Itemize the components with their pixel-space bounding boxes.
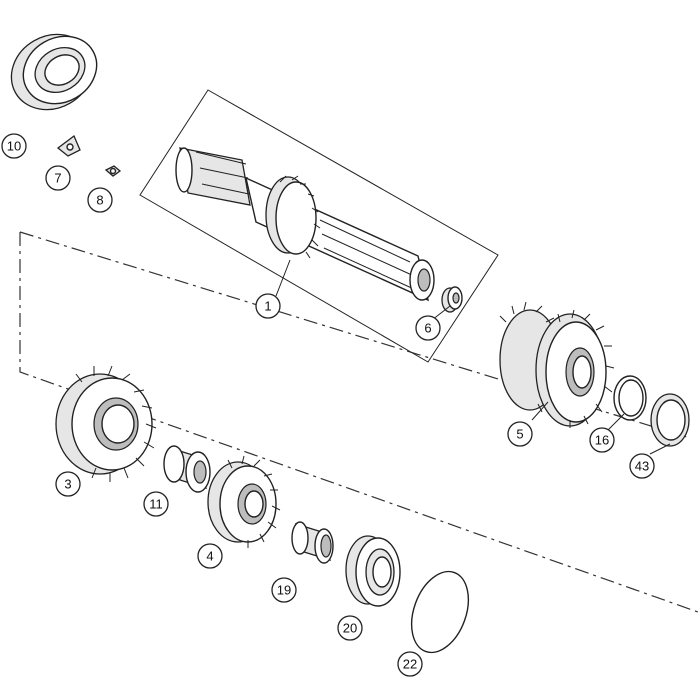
callout-20: 20 (337, 615, 363, 641)
gear-4 (207, 455, 281, 548)
gear-3 (55, 365, 157, 482)
callout-11: 11 (143, 491, 169, 517)
bushing-19 (291, 521, 334, 564)
svg-text:20: 20 (343, 621, 357, 636)
svg-text:7: 7 (54, 171, 61, 186)
svg-text:3: 3 (64, 477, 71, 492)
svg-text:22: 22 (403, 657, 417, 672)
washer-43 (650, 393, 690, 447)
svg-text:4: 4 (206, 549, 213, 564)
leader-lines (275, 259, 671, 455)
double-gear-5 (499, 301, 615, 428)
svg-text:10: 10 (7, 139, 21, 154)
svg-text:43: 43 (635, 459, 649, 474)
callout-8: 8 (87, 187, 113, 213)
main-shaft-1 (175, 147, 435, 302)
ball-bearing-20 (345, 535, 401, 607)
needle-bearing-11 (163, 445, 211, 493)
svg-text:1: 1 (264, 299, 271, 314)
svg-text:6: 6 (424, 321, 431, 336)
svg-text:5: 5 (516, 427, 523, 442)
svg-text:11: 11 (149, 497, 163, 512)
callout-22: 22 (397, 651, 423, 677)
callout-7: 7 (45, 165, 71, 191)
callout-43: 43 (629, 453, 655, 479)
circlip-16 (613, 375, 647, 421)
screw-8 (104, 165, 122, 177)
callout-16: 16 (589, 427, 615, 453)
callout-6: 6 (415, 315, 441, 341)
svg-text:16: 16 (595, 433, 609, 448)
callout-10: 10 (1, 133, 27, 159)
svg-text:8: 8 (96, 193, 103, 208)
needle-bearing-6 (441, 286, 463, 313)
callout-3: 3 (55, 471, 81, 497)
callout-19: 19 (271, 577, 297, 603)
assembly-axis (19, 231, 699, 613)
callout-5: 5 (507, 421, 533, 447)
callout-1: 1 (255, 293, 281, 319)
lock-plate-7 (56, 134, 81, 157)
washer-22 (410, 570, 470, 654)
callout-4: 4 (197, 543, 223, 569)
ball-bearing-10 (10, 33, 98, 111)
shaft-group-frame (139, 89, 499, 363)
svg-text:19: 19 (277, 583, 291, 598)
